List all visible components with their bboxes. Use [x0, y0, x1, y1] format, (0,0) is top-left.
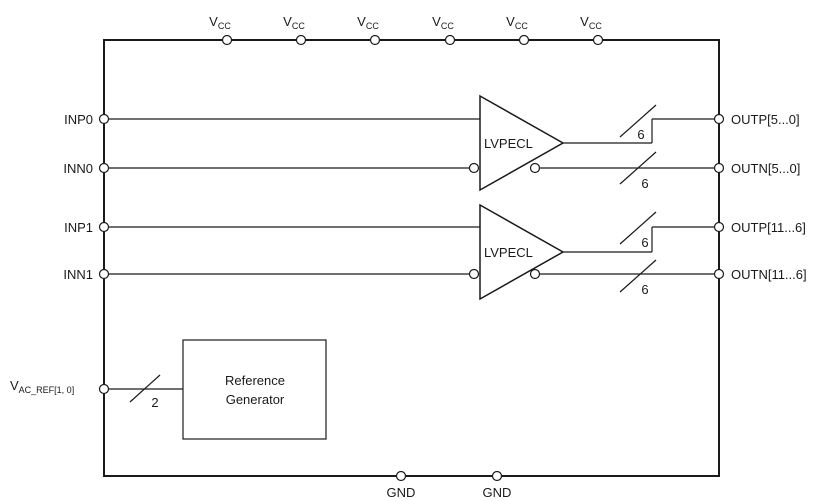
vac-ref-subscript: AC_REF[1, 0]	[19, 385, 75, 395]
vcc-pin-3-terminal	[369, 34, 381, 46]
vac-ref-bus-slash	[129, 374, 161, 403]
vcc-pin-6: VCC	[580, 14, 604, 46]
vcc-pin-2-label: V	[283, 14, 292, 29]
outp-5-0-label: OUTP[5...0]	[731, 112, 800, 127]
gnd-pin-2-terminal	[491, 470, 503, 482]
vcc-pin-4-subscript: CC	[441, 21, 454, 31]
svg-text:VCC: VCC	[580, 14, 602, 31]
inp0-pin-terminal	[98, 113, 110, 125]
gnd-pin-2-label: GND	[483, 485, 512, 500]
outn-11-6-label: OUTN[11...6]	[731, 267, 807, 282]
gnd-pin-1-terminal	[395, 470, 407, 482]
outn-11-6-bus-slash	[619, 259, 657, 293]
outp-11-6-bus-width: 6	[641, 235, 648, 250]
gnd-pin-1-label: GND	[387, 485, 416, 500]
vac-ref-label: V	[10, 378, 19, 393]
svg-text:VCC: VCC	[432, 14, 454, 31]
vcc-pin-1-terminal	[221, 34, 233, 46]
vcc-pin-2-terminal	[295, 34, 307, 46]
vcc-pin-5: VCC	[506, 14, 530, 46]
outp-5-0-bus-slash	[619, 104, 657, 138]
outn-11-6-inverting-bubble	[529, 268, 541, 280]
inn0-inverting-bubble	[468, 162, 480, 174]
svg-text:VCC: VCC	[357, 14, 379, 31]
inn1-pin-terminal	[98, 268, 110, 280]
outn-5-0-bus-width: 6	[641, 176, 648, 191]
vcc-pin-2-subscript: CC	[292, 21, 305, 31]
vcc-pin-1-subscript: CC	[218, 21, 231, 31]
outn-5-0-inverting-bubble	[529, 162, 541, 174]
outn-5-0-label: OUTN[5...0]	[731, 161, 800, 176]
vcc-pin-4-terminal	[444, 34, 456, 46]
svg-text:VAC_REF[1, 0]: VAC_REF[1, 0]	[10, 378, 74, 395]
outp-5-0-pin-terminal	[713, 113, 725, 125]
inp0-label: INP0	[64, 112, 93, 127]
reference-generator-block	[182, 339, 327, 440]
outp-11-6-label: OUTP[11...6]	[731, 220, 806, 235]
inn1-inverting-bubble	[468, 268, 480, 280]
lvpecl-buffer-0-label: LVPECL	[484, 136, 533, 151]
vcc-pin-3: VCC	[357, 14, 381, 46]
vcc-pin-1-label: V	[209, 14, 218, 29]
vcc-pin-6-label: V	[580, 14, 589, 29]
vcc-pin-4-label: V	[432, 14, 441, 29]
outp-11-6-pin-terminal	[713, 221, 725, 233]
lvpecl-buffer-0	[479, 94, 565, 192]
reference-generator-label-line1: Reference	[225, 373, 285, 388]
outp-5-0-bus-width: 6	[637, 127, 644, 142]
vcc-pin-6-terminal	[592, 34, 604, 46]
inn1-label: INN1	[63, 267, 93, 282]
vcc-pin-5-terminal	[518, 34, 530, 46]
inp1-label: INP1	[64, 220, 93, 235]
chip-outline	[103, 39, 720, 477]
svg-text:VCC: VCC	[209, 14, 231, 31]
inp1-pin-terminal	[98, 221, 110, 233]
outn-5-0-bus-slash	[619, 151, 657, 185]
lvpecl-buffer-1-label: LVPECL	[484, 245, 533, 260]
vcc-pin-6-subscript: CC	[589, 21, 602, 31]
vcc-pin-5-label: V	[506, 14, 515, 29]
vac-ref-bus-width: 2	[151, 395, 158, 410]
svg-text:VCC: VCC	[506, 14, 528, 31]
vcc-pin-5-subscript: CC	[515, 21, 528, 31]
vcc-pin-4: VCC	[432, 14, 456, 46]
vcc-pin-1: VCC	[209, 14, 233, 46]
vac-ref-pin-terminal	[98, 383, 110, 395]
lvpecl-buffer-1	[479, 203, 565, 301]
outn-11-6-pin-terminal	[713, 268, 725, 280]
inn0-pin-terminal	[98, 162, 110, 174]
reference-generator-label-line2: Generator	[226, 392, 285, 407]
vcc-pin-2: VCC	[283, 14, 307, 46]
outp-11-6-bus-slash	[619, 211, 657, 245]
svg-text:VCC: VCC	[283, 14, 305, 31]
outn-11-6-bus-width: 6	[641, 282, 648, 297]
vcc-pin-3-subscript: CC	[366, 21, 379, 31]
outn-5-0-pin-terminal	[713, 162, 725, 174]
vcc-pin-3-label: V	[357, 14, 366, 29]
inn0-label: INN0	[63, 161, 93, 176]
